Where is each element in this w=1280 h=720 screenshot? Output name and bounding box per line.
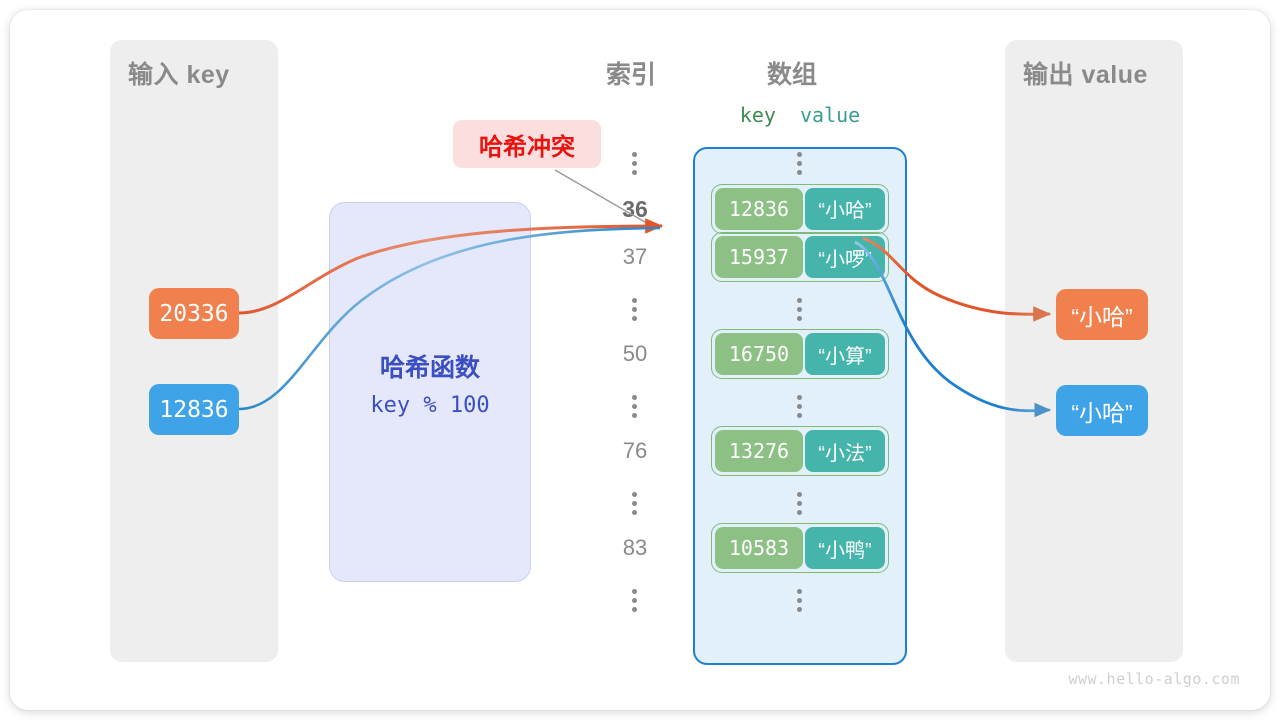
array-ellipsis-3: [797, 491, 803, 515]
diagram-card: 输入 key 输出 value 索引 数组 key value 哈希函数 key…: [10, 10, 1270, 710]
hash-function-title: 哈希函数: [379, 354, 480, 382]
hash-collision-label: 哈希冲突: [479, 133, 575, 161]
hash-collision-badge: 哈希冲突: [453, 120, 601, 168]
bucket-value-76: “小法”: [805, 430, 885, 472]
value-header-label: value: [800, 103, 861, 127]
array-column-title: 数组: [767, 61, 818, 89]
index-label-50: 50: [622, 341, 648, 366]
index-label-37: 37: [622, 244, 648, 269]
array-ellipsis-1: [797, 297, 803, 321]
index-ellipsis-1: [632, 297, 638, 321]
kv-header-gap: [776, 103, 800, 127]
index-label-83: 83: [622, 535, 648, 560]
output-panel-title: 输出 value: [1023, 61, 1148, 89]
hash-function-expression: key % 100: [370, 393, 490, 418]
watermark: www.hello-algo.com: [1068, 670, 1240, 688]
bucket-value-36: “小哈”: [805, 187, 885, 230]
input-panel-title: 输入 key: [128, 61, 230, 89]
bucket-key-36: 12836: [715, 187, 803, 230]
bucket-row-36: 12836“小哈”: [711, 183, 889, 234]
output-value-pill-1: “小哈”: [1056, 385, 1148, 436]
bucket-key-37: 15937: [715, 236, 803, 278]
index-ellipsis-2: [632, 394, 638, 418]
index-ellipsis-4: [632, 588, 638, 612]
bucket-row-37: 15937“小啰”: [711, 232, 889, 282]
hash-function-box: [329, 202, 531, 582]
array-ellipsis-0: [797, 152, 803, 175]
bucket-row-83: 10583“小鸭”: [711, 523, 889, 573]
index-column-title: 索引: [606, 61, 657, 89]
bucket-value-50: “小算”: [805, 333, 885, 375]
bucket-key-83: 10583: [715, 527, 803, 569]
bucket-key-76: 13276: [715, 430, 803, 472]
index-label-76: 76: [622, 438, 648, 463]
bucket-value-37: “小啰”: [805, 236, 885, 278]
input-key-pill-1: 12836: [149, 384, 239, 435]
output-value-pill-0: “小哈”: [1056, 289, 1148, 340]
kv-column-header: key value: [694, 103, 906, 127]
bucket-value-83: “小鸭”: [805, 527, 885, 569]
key-header-label: key: [739, 103, 776, 127]
bucket-row-76: 13276“小法”: [711, 426, 889, 476]
bucket-key-50: 16750: [715, 333, 803, 375]
index-label-36: 36: [622, 195, 648, 222]
input-key-pill-0: 20336: [149, 288, 239, 339]
array-ellipsis-2: [797, 394, 803, 418]
input-panel: [110, 40, 278, 662]
index-ellipsis-0: [632, 152, 638, 175]
array-ellipsis-4: [797, 588, 803, 612]
output-panel: [1005, 40, 1183, 662]
index-ellipsis-3: [632, 491, 638, 515]
bucket-row-50: 16750“小算”: [711, 329, 889, 379]
